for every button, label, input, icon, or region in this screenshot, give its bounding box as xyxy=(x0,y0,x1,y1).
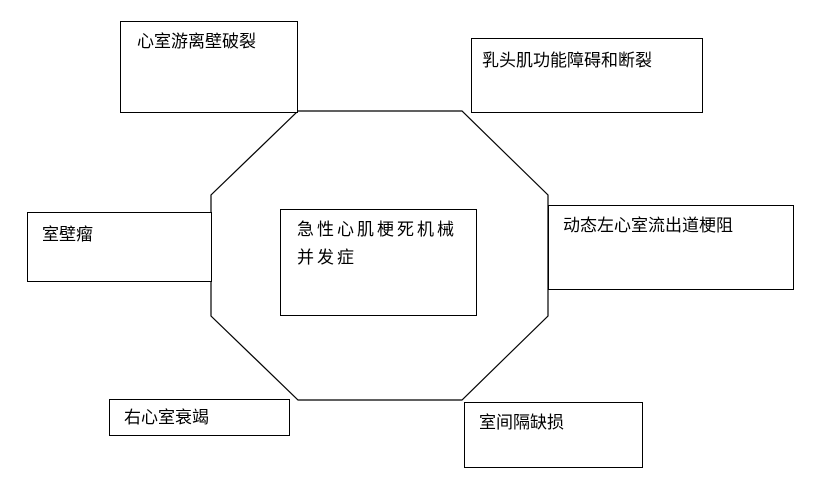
free-wall-rupture-label: 心室游离壁破裂 xyxy=(137,32,256,52)
dynamic-lvot-obstruction-box: 动态左心室流出道梗阻 xyxy=(548,205,794,290)
ventricular-septal-defect-box: 室间隔缺损 xyxy=(464,402,643,468)
ventricular-septal-defect-label: 室间隔缺损 xyxy=(479,413,564,433)
ventricular-aneurysm-box: 室壁瘤 xyxy=(27,212,212,282)
center-title-line1: 急性心肌梗死机械 xyxy=(297,220,457,240)
papillary-muscle-box: 乳头肌功能障碍和断裂 xyxy=(471,38,703,113)
right-ventricular-failure-box: 右心室衰竭 xyxy=(109,399,290,436)
free-wall-rupture-box: 心室游离壁破裂 xyxy=(120,21,298,113)
papillary-muscle-label: 乳头肌功能障碍和断裂 xyxy=(482,51,652,71)
center-title-line2: 并发症 xyxy=(297,248,357,268)
ventricular-aneurysm-label: 室壁瘤 xyxy=(42,225,93,245)
right-ventricular-failure-label: 右心室衰竭 xyxy=(124,408,209,428)
dynamic-lvot-obstruction-label: 动态左心室流出道梗阻 xyxy=(563,216,733,236)
center-box: 急性心肌梗死机械 并发症 xyxy=(280,209,477,316)
